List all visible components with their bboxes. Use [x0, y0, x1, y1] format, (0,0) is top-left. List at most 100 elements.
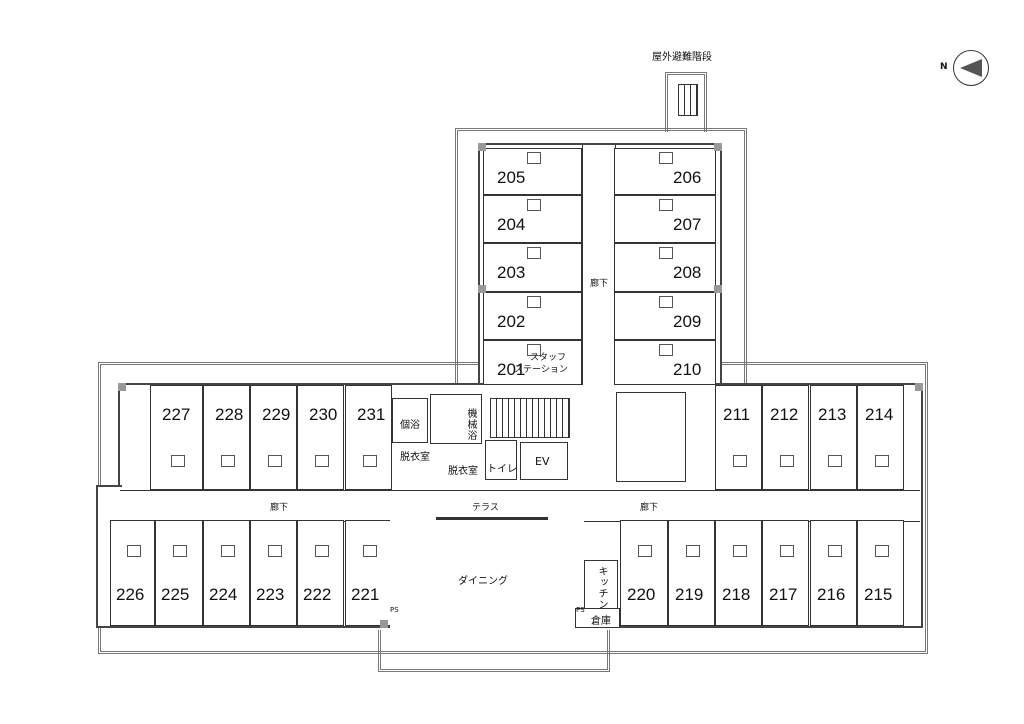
room-214: [857, 385, 904, 490]
machine-bath-label: 機械浴: [465, 408, 476, 441]
bathroom-fixture-icon: [220, 455, 235, 467]
bathroom-fixture-icon: [314, 455, 329, 467]
private-bath-label: 個浴: [400, 420, 420, 431]
bathroom-fixture-icon: [526, 199, 541, 211]
bathroom-fixture-icon: [173, 545, 187, 557]
room-215: [857, 520, 904, 626]
bathroom-fixture-icon: [170, 455, 185, 467]
room-number: 214: [865, 405, 894, 424]
dressing-room-label-1: 脱衣室: [400, 452, 430, 463]
ps-label-2: PS: [390, 606, 399, 614]
bathroom-fixture-icon: [220, 545, 235, 557]
bathroom-fixture-icon: [827, 545, 842, 557]
column: [478, 285, 486, 293]
room-number: 205: [497, 168, 526, 187]
escape-stair-enclosure: [665, 72, 707, 132]
column: [915, 383, 923, 391]
room-number: 224: [209, 585, 238, 604]
room-228: [203, 385, 250, 490]
room-number: 215: [864, 585, 893, 604]
room-225: [155, 520, 203, 626]
ev-label: EV: [535, 455, 550, 468]
bathroom-fixture-icon: [874, 455, 889, 467]
room-222: [297, 520, 344, 626]
bathroom-fixture-icon: [874, 545, 889, 557]
toilet-room: [485, 440, 517, 480]
storage-label: 倉庫: [591, 616, 611, 627]
bathroom-fixture-icon: [685, 545, 700, 557]
room-number: 201: [497, 360, 526, 379]
utility-room: [616, 392, 686, 482]
room-230: [297, 385, 344, 490]
escape-stair: [678, 84, 698, 116]
kitchen: [584, 560, 618, 610]
ps-label-1: PS: [576, 606, 585, 614]
staff-station-label-2: ステーション: [514, 365, 568, 375]
room-number: 218: [722, 585, 751, 604]
bathroom-fixture-icon: [526, 296, 541, 308]
room-number: 204: [497, 215, 526, 234]
room-number: 219: [675, 585, 704, 604]
room-223: [250, 520, 297, 626]
room-number: 203: [497, 263, 526, 282]
bathroom-fixture-icon: [638, 545, 652, 557]
bathroom-fixture-icon: [659, 296, 673, 308]
room-number: 212: [770, 405, 799, 424]
room-202: [483, 292, 582, 340]
room-224: [203, 520, 250, 626]
terrace-edge: [436, 517, 548, 520]
room-201: [483, 340, 582, 385]
bathroom-fixture-icon: [526, 344, 541, 356]
kitchen-label: キッチン: [596, 566, 607, 610]
bathroom-fixture-icon: [314, 545, 329, 557]
column: [118, 383, 126, 391]
room-number: 207: [673, 215, 702, 234]
room-number: 223: [256, 585, 285, 604]
room-number: 209: [673, 312, 702, 331]
column: [714, 285, 722, 293]
bathroom-fixture-icon: [779, 545, 794, 557]
dining-area: [390, 520, 584, 628]
room-number: 208: [673, 263, 702, 282]
corridor-label-east: 廊下: [640, 503, 659, 513]
room-211: [715, 385, 762, 490]
staircase: [490, 398, 570, 438]
compass-arrow-icon: [960, 59, 982, 77]
column: [714, 143, 722, 151]
bathroom-fixture-icon: [362, 455, 377, 467]
room-229: [250, 385, 297, 490]
room-number: 221: [351, 585, 380, 604]
staff-station-label-1: スタッフ: [530, 353, 567, 363]
room-number: 206: [673, 168, 702, 187]
machine-bath-room: [430, 394, 482, 444]
compass-north-label: N: [940, 62, 948, 72]
room-216: [810, 520, 857, 626]
bathroom-fixture-icon: [779, 455, 794, 467]
room-number: 210: [673, 360, 702, 379]
storage-room: [575, 608, 620, 628]
corridor-east-west: [120, 490, 920, 522]
room-number: 231: [357, 405, 386, 424]
bathroom-fixture-icon: [659, 199, 673, 211]
column: [380, 620, 388, 628]
room-number: 226: [116, 585, 145, 604]
bathroom-fixture-icon: [362, 545, 377, 557]
compass: [953, 50, 989, 86]
room-number: 230: [309, 405, 338, 424]
dining-label: ダイニング: [458, 576, 508, 587]
room-number: 222: [303, 585, 332, 604]
room-218: [715, 520, 762, 626]
bathroom-fixture-icon: [126, 545, 141, 557]
room-226: [110, 520, 155, 626]
room-227: [150, 385, 203, 490]
room-number: 229: [262, 405, 291, 424]
terrace-label: テラス: [472, 503, 499, 513]
private-bath-room: [392, 398, 428, 443]
room-221: [345, 520, 392, 626]
room-number: 227: [162, 405, 191, 424]
bathroom-fixture-icon: [732, 455, 747, 467]
bathroom-fixture-icon: [827, 455, 842, 467]
corridor-north-south: [582, 145, 616, 385]
corridor-label-west: 廊下: [270, 503, 289, 513]
